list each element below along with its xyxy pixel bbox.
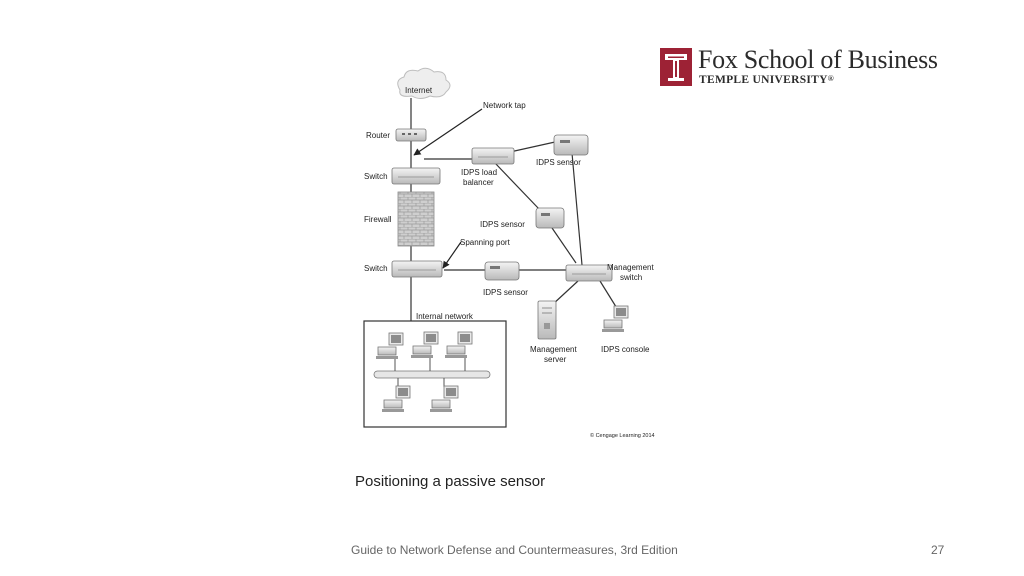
switch-top-label: Switch <box>364 172 388 181</box>
figure-caption: Positioning a passive sensor <box>355 473 546 490</box>
management-server-label-line2: server <box>544 355 567 364</box>
sensor-top-to-mgmt-switch-line <box>571 152 583 266</box>
idps-console-icon <box>602 305 629 332</box>
copyright-label: © Cengage Learning 2014 <box>590 432 655 439</box>
internet-cloud-icon <box>397 67 451 99</box>
spanning-port-arrow <box>442 241 462 269</box>
logo-subtitle: TEMPLE UNIVERSITY® <box>699 74 835 86</box>
management-switch-icon <box>565 264 613 282</box>
idps-sensor-top-icon <box>553 134 589 156</box>
switch-bottom-icon <box>391 260 443 278</box>
idps-console-label: IDPS console <box>601 345 650 354</box>
management-switch-label-line1: Management <box>607 263 654 272</box>
workstation-icon-3 <box>445 331 473 371</box>
internal-network-box <box>363 320 507 428</box>
switch-bottom-label: Switch <box>364 264 388 273</box>
temple-t-icon <box>660 48 692 86</box>
management-switch-label-line2: switch <box>620 273 642 282</box>
router-label: Router <box>366 131 390 140</box>
management-server-label-line1: Management <box>530 345 577 354</box>
network-diagram: Internet Router Network tap Switch IDPS … <box>363 67 655 439</box>
workstation-icon-4 <box>382 378 411 412</box>
workstation-icon-1 <box>376 332 404 371</box>
spanning-port-label: Spanning port <box>460 238 511 247</box>
network-tap-arrow <box>413 108 483 156</box>
management-server-icon <box>537 300 557 340</box>
idps-sensor-mid-label: IDPS sensor <box>480 220 525 229</box>
footer-text: Guide to Network Defense and Countermeas… <box>351 543 678 557</box>
idps-sensor-bottom-label: IDPS sensor <box>483 288 528 297</box>
workstation-icon-5 <box>430 378 459 412</box>
idps-load-balancer-label-line2: balancer <box>463 178 494 187</box>
sensor-mid-to-mgmt-switch-line <box>549 224 577 264</box>
logo-title: Fox School of Business <box>698 45 938 74</box>
workstation-icons <box>376 331 473 412</box>
idps-sensor-mid-icon <box>535 207 565 229</box>
idps-sensor-top-label: IDPS sensor <box>536 158 581 167</box>
firewall-icon <box>397 191 435 247</box>
network-tap-label: Network tap <box>483 101 526 110</box>
switch-top-icon <box>391 167 441 185</box>
firewall-label: Firewall <box>364 215 392 224</box>
internal-network-label: Internal network <box>416 312 474 321</box>
router-icon <box>395 128 427 142</box>
mgmt-switch-to-console-line <box>599 280 619 311</box>
lan-bus <box>373 370 491 379</box>
idps-load-balancer-icon <box>471 147 515 165</box>
load-balancer-to-sensor-top-line <box>509 141 556 153</box>
fox-school-logo: Fox School of Business TEMPLE UNIVERSITY… <box>660 45 950 90</box>
workstation-icon-2 <box>411 331 439 371</box>
idps-load-balancer-label-line1: IDPS load <box>461 168 497 177</box>
page-number: 27 <box>931 543 945 557</box>
mgmt-switch-to-server-line <box>551 280 579 306</box>
load-balancer-to-sensor-mid-line <box>494 162 541 211</box>
internet-label: Internet <box>405 86 433 95</box>
idps-sensor-bottom-icon <box>484 261 520 281</box>
